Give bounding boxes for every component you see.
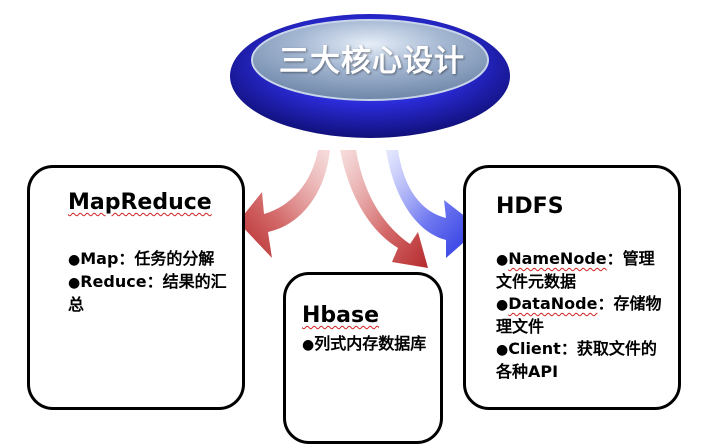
hdfs-item-namenode: ●NameNode：管理文件元数据 — [496, 248, 666, 293]
mapreduce-box: MapReduce ●Map：任务的分解 ●Reduce：结果的汇总 — [27, 165, 245, 410]
hbase-box: Hbase ●列式内存数据库 — [283, 272, 443, 444]
hdfs-item-client: ●Client：获取文件的各种API — [496, 338, 666, 383]
mapreduce-item-list: ●Map：任务的分解 ●Reduce：结果的汇总 — [68, 248, 233, 316]
item-name: Reduce — [80, 272, 147, 291]
hbase-title: Hbase — [302, 303, 380, 328]
arrow-to-hdfs — [386, 150, 480, 258]
item-name: NameNode — [508, 249, 607, 268]
hdfs-item-datanode: ●DataNode：存储物理文件 — [496, 293, 666, 338]
item-desc: 管理文件元数据 — [496, 249, 655, 291]
bullet: ● — [68, 275, 81, 291]
mapreduce-title: MapReduce — [68, 190, 212, 215]
item-sep: ： — [560, 339, 577, 358]
center-title: 三大核心设计 — [279, 44, 465, 79]
arrow-to-hbase — [340, 150, 428, 268]
hdfs-item-list: ●NameNode：管理文件元数据 ●DataNode：存储物理文件 ●Clie… — [496, 248, 666, 383]
item-desc: 结果的汇总 — [68, 272, 227, 314]
hdfs-box: HDFS ●NameNode：管理文件元数据 ●DataNode：存储物理文件 … — [463, 165, 681, 410]
bullet: ● — [496, 342, 509, 358]
bullet: ● — [302, 337, 315, 353]
center-ellipse — [230, 14, 510, 138]
item-desc: 获取文件的各种API — [496, 339, 657, 381]
item-sep: ： — [118, 249, 135, 268]
mapreduce-item-reduce: ●Reduce：结果的汇总 — [68, 271, 233, 316]
item-sep: ： — [606, 249, 623, 268]
hbase-item-0: ●列式内存数据库 — [302, 333, 432, 356]
item-desc: 任务的分解 — [134, 249, 215, 268]
item-sep: ： — [597, 294, 614, 313]
item-name: Map — [80, 249, 119, 268]
item-name: Client — [508, 339, 561, 358]
hbase-item-list: ●列式内存数据库 — [302, 333, 432, 356]
item-name: DataNode — [508, 294, 598, 313]
item-sep: ： — [146, 272, 163, 291]
bullet: ● — [496, 252, 509, 268]
mapreduce-item-map: ●Map：任务的分解 — [68, 248, 233, 271]
hdfs-title: HDFS — [496, 194, 564, 219]
bullet: ● — [496, 297, 509, 313]
item-desc: 列式内存数据库 — [314, 334, 427, 353]
bullet: ● — [68, 252, 81, 268]
arrow-to-mapreduce — [238, 150, 330, 258]
item-desc: 存储物理文件 — [496, 294, 662, 336]
